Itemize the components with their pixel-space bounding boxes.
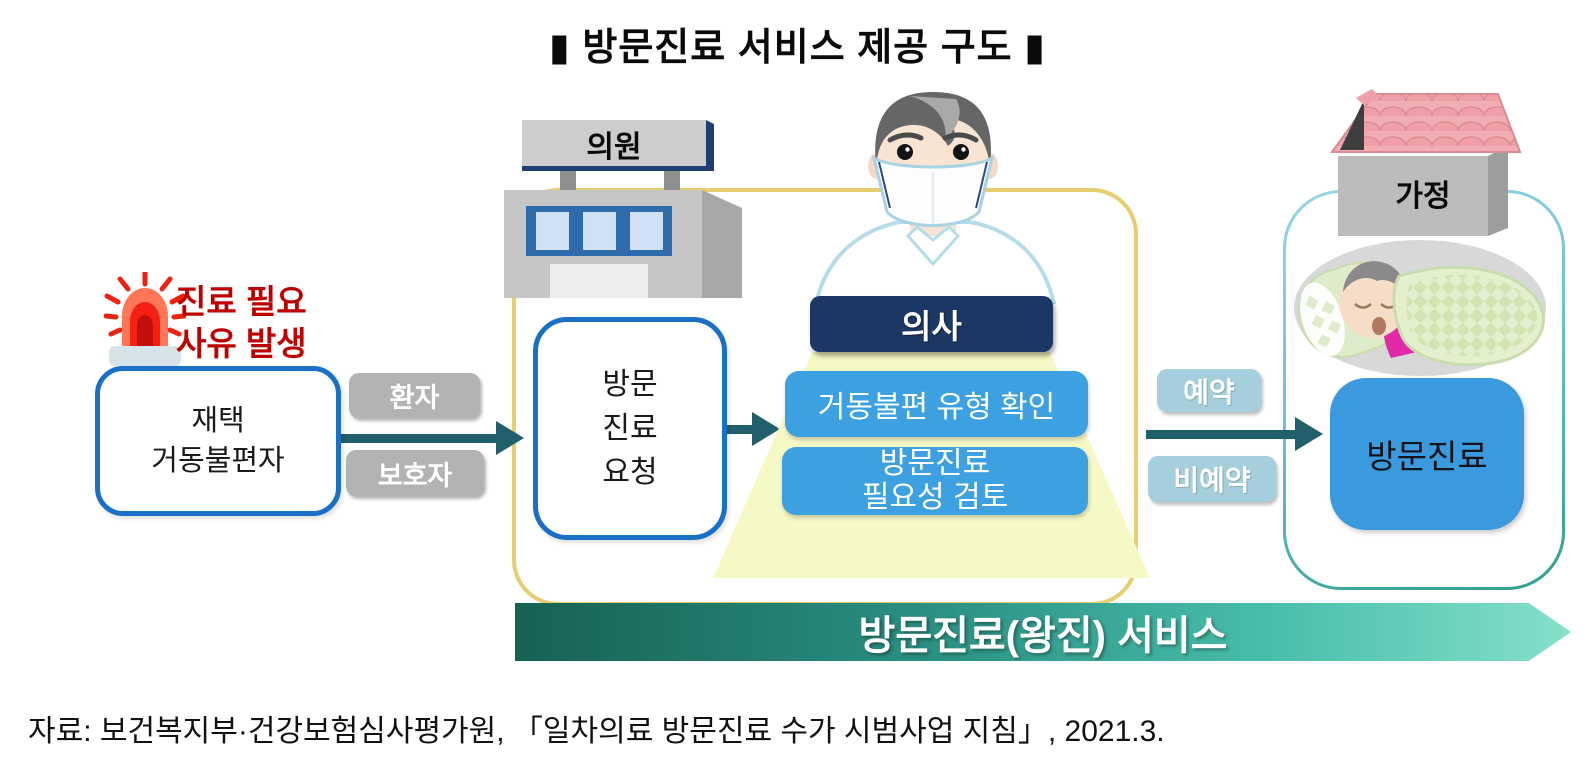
request-line2: 진료 xyxy=(602,411,658,445)
siren-icon xyxy=(104,272,186,366)
home-sign-label: 가정 xyxy=(1343,170,1503,216)
request-line3: 요청 xyxy=(602,455,658,489)
clinic-sign-text: 의원 xyxy=(586,131,642,164)
home-sign-text: 가정 xyxy=(1395,180,1451,213)
patient-in-bed-icon xyxy=(1294,240,1546,376)
booking-unreserved-pill: 비예약 xyxy=(1148,456,1276,502)
visit-service-banner: 방문진료(왕진) 서비스 xyxy=(515,603,1571,661)
review-necessity-line1: 방문진료 xyxy=(879,447,991,480)
visit-service-banner-text: 방문진료(왕진) 서비스 xyxy=(858,614,1228,658)
check-mobility-type-text: 거동불편 유형 확인 xyxy=(817,391,1056,424)
review-necessity-line2: 필요성 검토 xyxy=(861,481,1009,514)
source-citation: 자료: 보건복지부·건강보험심사평가원, 「일차의료 방문진료 수가 시범사업 … xyxy=(28,715,1165,748)
doctor-label-text: 의사 xyxy=(901,308,962,345)
patient-to-clinic-arrowhead xyxy=(496,421,524,455)
home-visit-care-text: 방문진료 xyxy=(1366,438,1488,475)
clinic-to-home-arrow xyxy=(1146,430,1296,439)
requester-guardian-label: 보호자 xyxy=(377,460,453,491)
trigger-reason-text: 진료 필요 사유 발생 xyxy=(176,281,307,365)
trigger-line1: 진료 필요 xyxy=(176,283,307,320)
booking-reserved-pill: 예약 xyxy=(1157,369,1261,412)
patient-box-line1: 재택 xyxy=(191,405,245,437)
visit-request-box: 방문 진료 요청 xyxy=(533,317,727,540)
clinic-sign-label: 의원 xyxy=(522,122,706,166)
request-to-doctor-arrow xyxy=(719,425,753,434)
requester-patient-pill: 환자 xyxy=(349,373,480,418)
doctor-label-box: 의사 xyxy=(810,296,1053,352)
booking-unreserved-label: 비예약 xyxy=(1173,465,1251,496)
requester-guardian-pill: 보호자 xyxy=(346,450,484,496)
doctor-icon xyxy=(813,92,1057,304)
clinic-to-home-arrowhead xyxy=(1295,417,1323,451)
review-necessity-box: 방문진료 필요성 검토 xyxy=(782,447,1088,515)
booking-reserved-label: 예약 xyxy=(1183,376,1235,408)
patient-to-clinic-arrow xyxy=(331,434,497,443)
requester-patient-label: 환자 xyxy=(389,383,440,413)
patient-box-line2: 거동불편자 xyxy=(151,445,285,477)
request-line1: 방문 xyxy=(602,367,658,401)
clinic-building-icon xyxy=(504,120,742,298)
check-mobility-type-box: 거동불편 유형 확인 xyxy=(785,371,1088,437)
house-icon xyxy=(1330,89,1522,236)
home-visit-care-box: 방문진료 xyxy=(1330,378,1524,530)
homebound-patient-box: 재택 거동불편자 xyxy=(95,366,341,516)
trigger-line2: 사유 발생 xyxy=(176,325,307,362)
page-title: ▮ 방문진료 서비스 제공 구도 ▮ xyxy=(548,27,1047,69)
